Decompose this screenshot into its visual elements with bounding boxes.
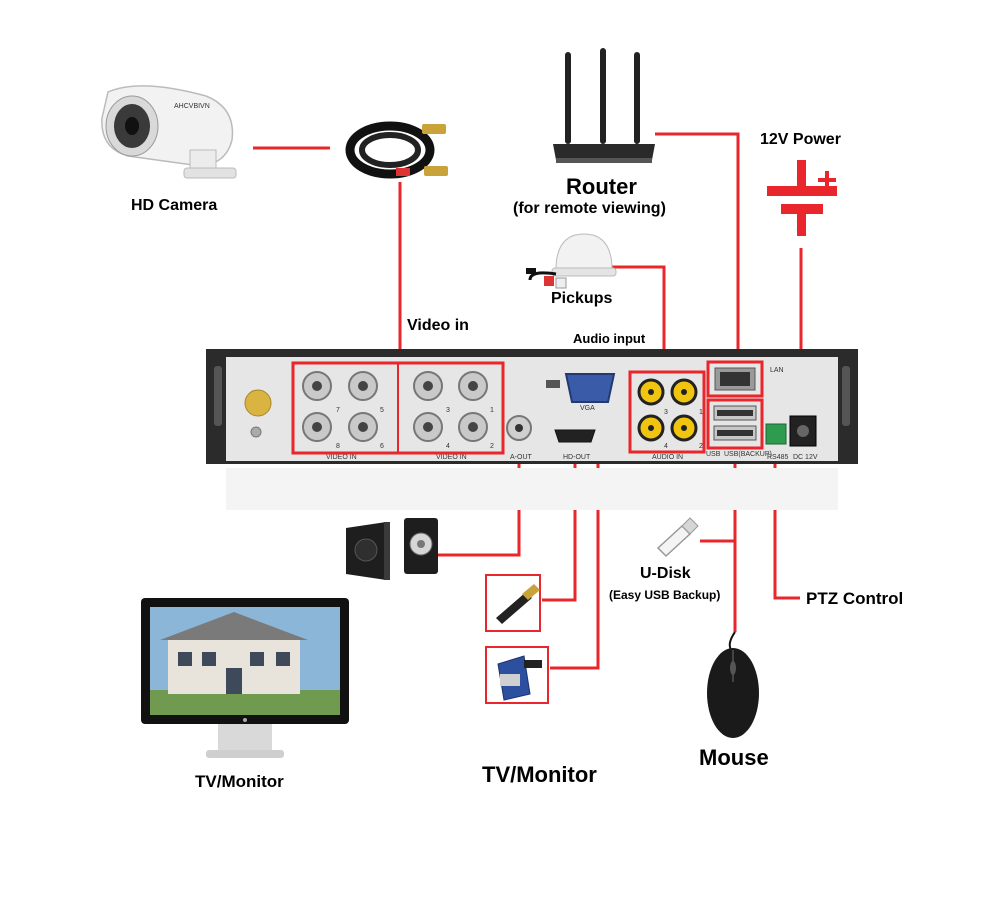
video-port-label-3: 3 (446, 407, 450, 414)
hd-camera-label: HD Camera (131, 197, 218, 214)
tv-monitor-left-label: TV/Monitor (195, 772, 284, 791)
udisk-label: U-Disk (640, 565, 691, 582)
video-port-label-5: 5 (380, 407, 384, 414)
pickups-to-audio-line (612, 265, 666, 374)
tv-monitor-center-label: TV/Monitor (482, 762, 597, 787)
lan-highlight-box (706, 360, 764, 398)
video-in-label-b: VIDEO IN (436, 454, 467, 461)
video-port-label-1: 1 (490, 407, 494, 414)
video-port-label-6: 6 (380, 443, 384, 450)
router-to-lan-line (655, 132, 740, 368)
rs485-port (765, 423, 787, 445)
audio-port-label-3: 3 (664, 409, 668, 416)
usb-label: USB (706, 451, 721, 458)
router-icon (553, 48, 655, 163)
cable-coil-icon (345, 121, 448, 179)
usb-drive-icon (656, 517, 699, 558)
router-label: Router (566, 174, 637, 199)
router-sub-label: (for remote viewing) (513, 200, 666, 217)
video-port-label-2: 2 (490, 443, 494, 450)
monitor-icon (141, 598, 349, 758)
rs485-label: RS485 (767, 454, 789, 461)
video-in-ports: 7 5 8 6 3 1 4 2 VIDEO IN VIDEO IN (291, 361, 505, 461)
vga-label: VGA (580, 405, 595, 412)
pickups-label: Pickups (551, 290, 613, 307)
power-label: 12V Power (760, 131, 841, 148)
audio-input-label: Audio input (573, 331, 646, 346)
dc-12v-label: DC 12V (793, 454, 818, 461)
rear-connectivity-ports: LAN USB USB(BACKUP) RS485 DC 12V (706, 360, 818, 461)
audio-in-label: AUDIO IN (652, 454, 683, 461)
video-port-label-7: 7 (336, 407, 340, 414)
video-in-label: Video in (407, 317, 469, 334)
video-in-label-a: VIDEO IN (326, 454, 357, 461)
camera-icon: AHCVBIVN (101, 85, 237, 179)
audio-port-label-4: 4 (664, 443, 668, 450)
usb-highlight-box (706, 398, 764, 450)
hd-out-port (554, 429, 596, 443)
microphone-icon (526, 233, 617, 289)
hdmi-cable-icon (485, 574, 541, 632)
lan-label: LAN (770, 367, 784, 374)
power-symbol-icon (767, 160, 837, 236)
audio-port-label-2: 2 (699, 443, 703, 450)
speakers-icon (346, 518, 438, 580)
video-port-label-8: 8 (336, 443, 340, 450)
a-out-label: A-OUT (510, 454, 533, 461)
hd-out-label: HD-OUT (563, 454, 591, 461)
video-port-label-4: 4 (446, 443, 450, 450)
mouse-label: Mouse (699, 745, 769, 770)
camera-brand-text: AHCVBIVN (174, 103, 210, 110)
udisk-sub-label: (Easy USB Backup) (609, 588, 721, 602)
vga-cable-icon (485, 646, 549, 704)
audio-in-highlight-box (628, 370, 706, 454)
audio-port-label-1: 1 (699, 409, 703, 416)
usb-backup-label: USB(BACKUP) (724, 451, 772, 458)
audio-in-ports: 3 1 4 2 AUDIO IN (628, 370, 706, 461)
ptz-label: PTZ Control (806, 589, 904, 608)
vga-port (564, 373, 616, 403)
output-ports: A-OUT VGA HD-OUT (506, 373, 616, 461)
mouse-icon (707, 631, 759, 738)
